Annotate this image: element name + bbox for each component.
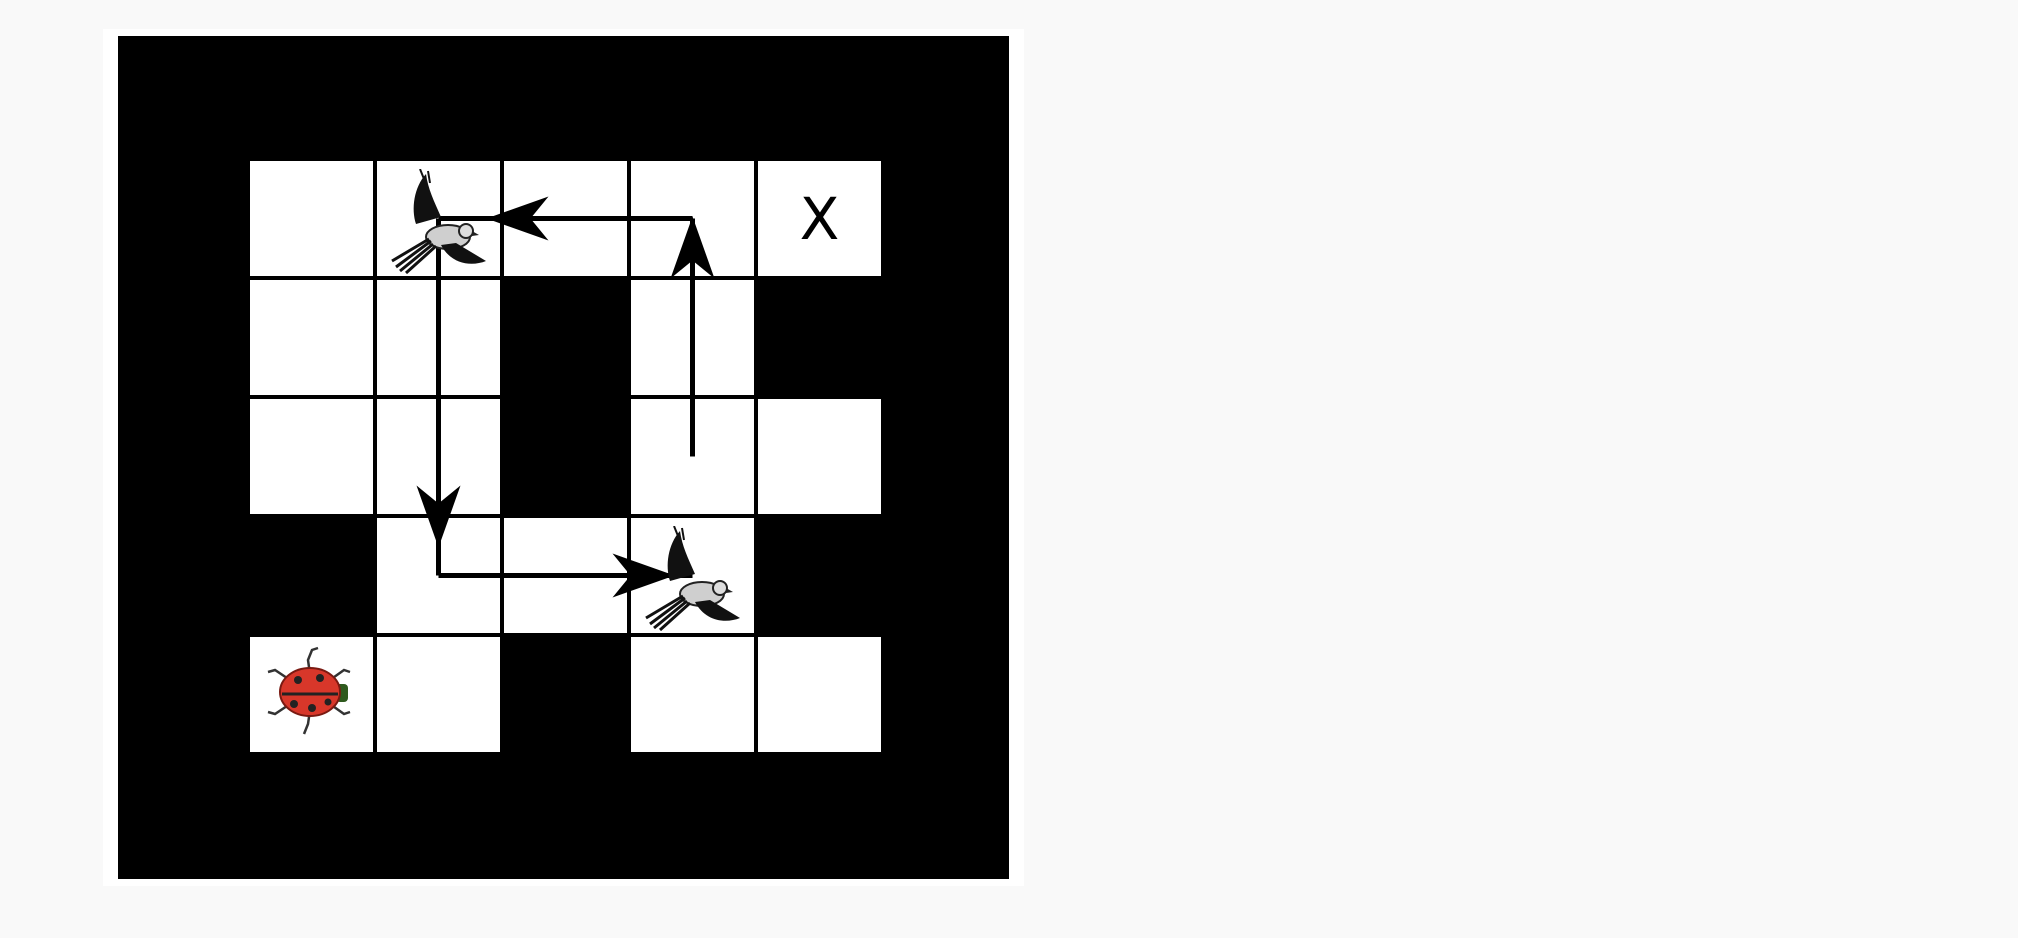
maze-cell[interactable] (758, 637, 881, 752)
maze-wall-cell (758, 280, 881, 395)
maze-cell[interactable] (631, 161, 754, 276)
maze-wall-cell (758, 518, 881, 633)
maze-cell[interactable] (377, 399, 500, 514)
goal-cell[interactable]: X (758, 161, 881, 276)
maze-cell[interactable] (377, 637, 500, 752)
maze-cell[interactable] (250, 399, 373, 514)
maze-wall-cell (504, 637, 627, 752)
maze-wall-cell (504, 280, 627, 395)
maze-cell[interactable] (377, 518, 500, 633)
maze-cell[interactable] (377, 280, 500, 395)
maze-wall-cell (504, 399, 627, 514)
maze-cell[interactable] (631, 399, 754, 514)
maze-cell[interactable] (250, 280, 373, 395)
maze-cell[interactable] (631, 280, 754, 395)
maze-cell[interactable] (250, 161, 373, 276)
maze-cell[interactable] (250, 637, 373, 752)
maze-cell[interactable] (631, 637, 754, 752)
maze-cell[interactable] (504, 518, 627, 633)
goal-label: X (799, 184, 840, 253)
maze-cell[interactable] (631, 518, 754, 633)
maze-cell[interactable] (377, 161, 500, 276)
maze-cell[interactable] (758, 399, 881, 514)
maze-cell[interactable] (504, 161, 627, 276)
maze-wall-cell (250, 518, 373, 633)
